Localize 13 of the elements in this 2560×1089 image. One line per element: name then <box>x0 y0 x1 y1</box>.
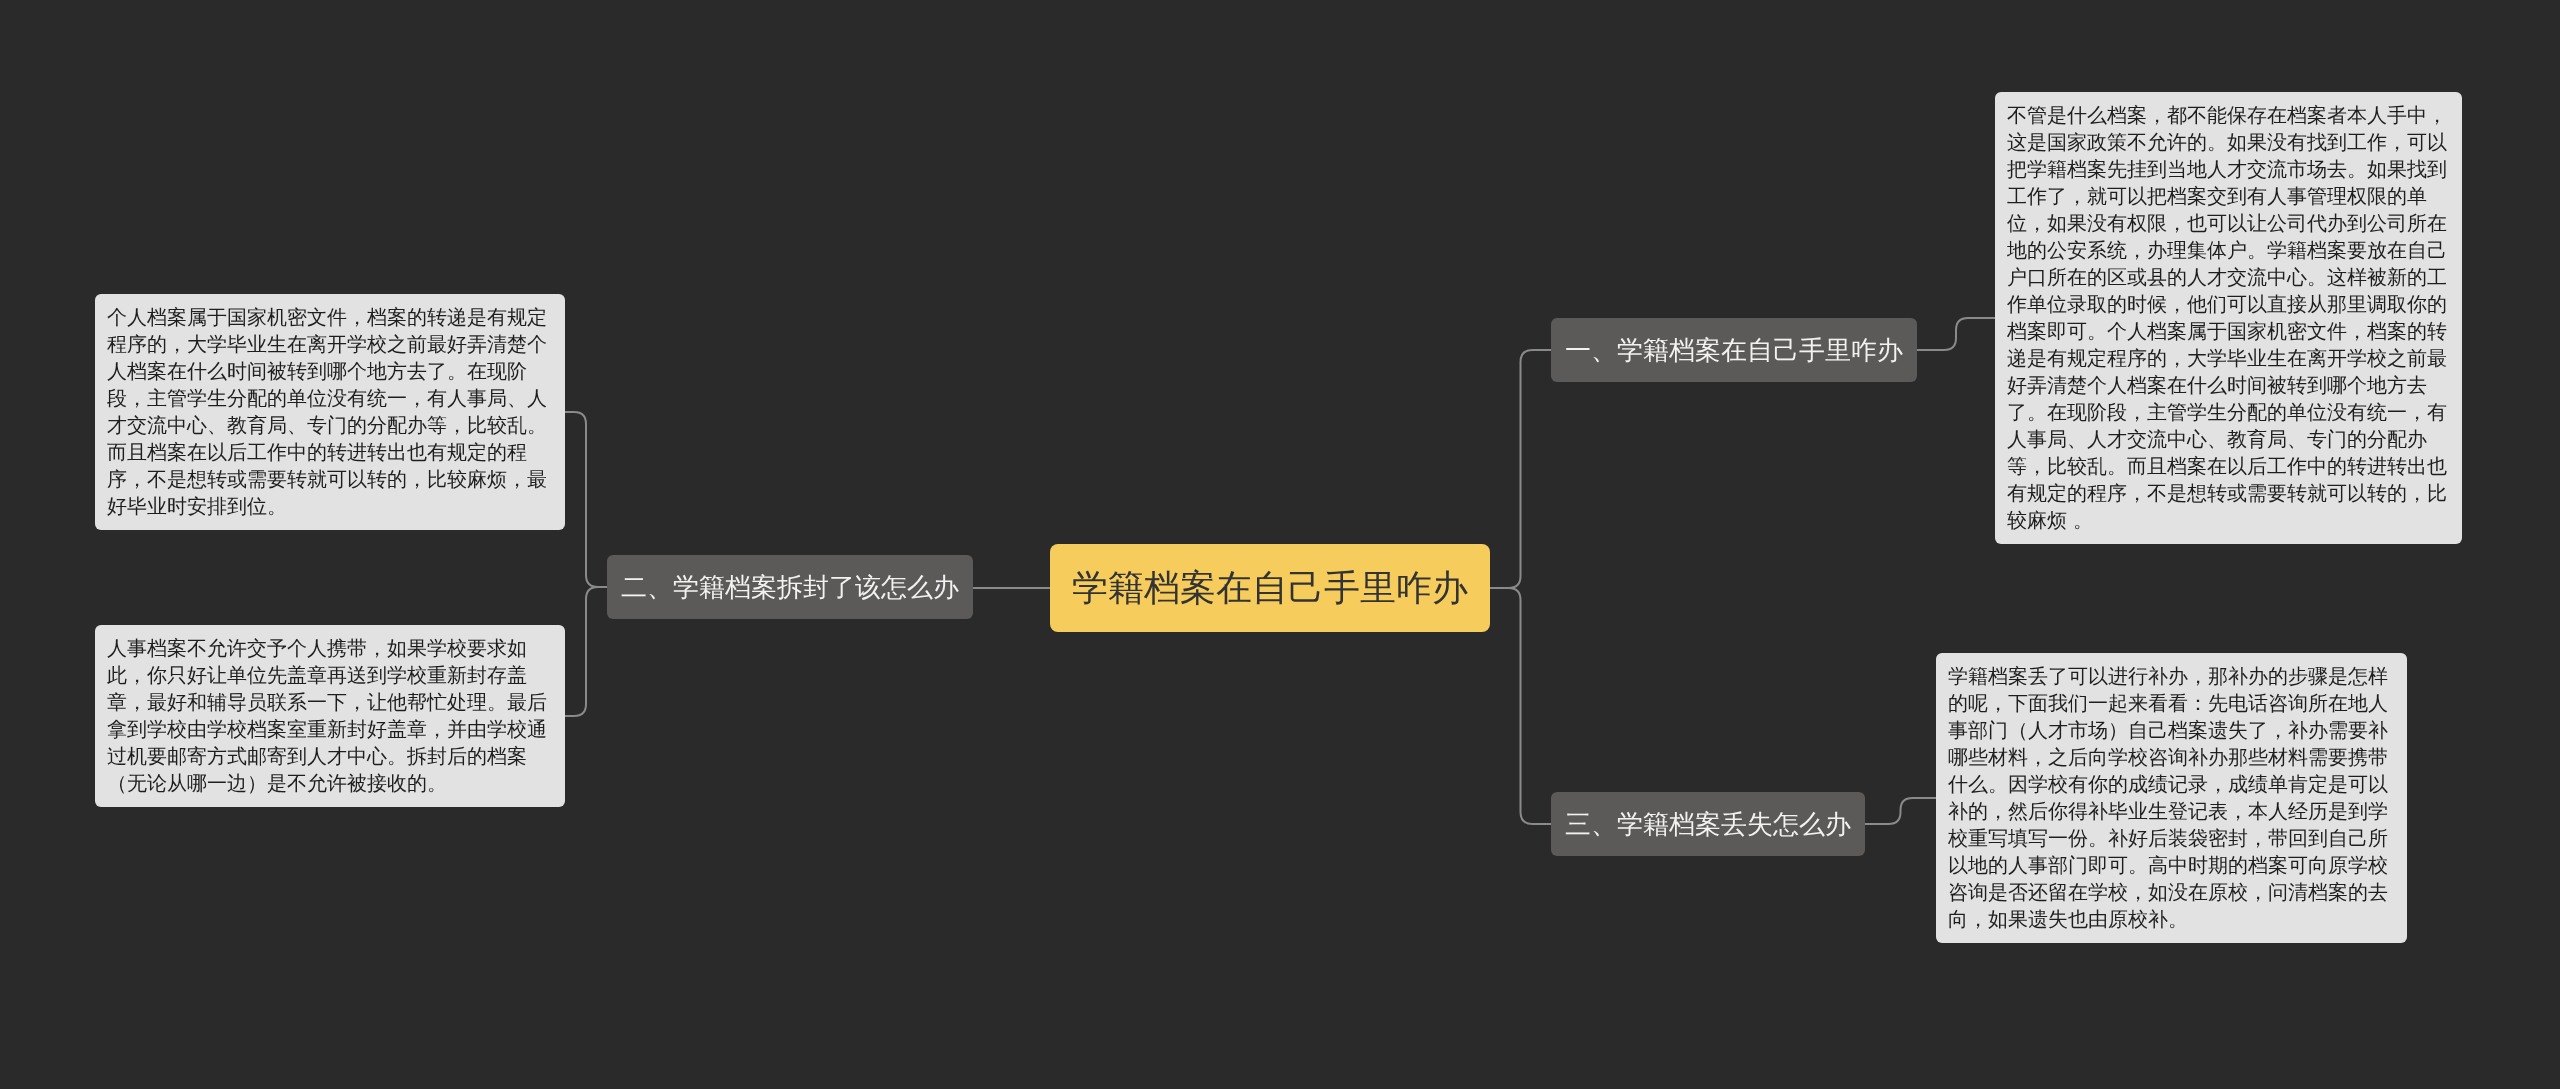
connector-line <box>1916 317 1996 351</box>
branch-topic-box: 一、学籍档案在自己手里咋办 <box>1551 318 1917 382</box>
connector-line <box>972 587 1051 589</box>
branch-topic-box: 三、学籍档案丢失怎么办 <box>1551 792 1865 856</box>
note-card: 不管是什么档案，都不能保存在档案者本人手中，这是国家政策不允许的。如果没有找到工作，可以把学籍档案先挂到当地人才交流市场去。如果找到工作了，就可以把档案交到有人事管理权限的单位，如果没有权限，也可以让公司代办到公司所在地的公安系统，办理集体户。学籍档案要放在自己户口所在的区或县的人才交流中心。这样被新的工作单位录取的时候，他们可以直接从那里调取你的档案即可。个人档案属于国家机密文件，档案的转递是有规定程序的，大学毕业生在离开学校之前最好弄清楚个人档案在什么时间被转到哪个地方去了。在现阶段，主管学生分配的单位没有统一，有人事局、人才交流中心、教育局、专门的分配办等，比较乱。而且档案在以后工作中的转进转出也有规定的程序，不是想转或需要转就可以转的，比较麻烦 。 <box>1995 92 2462 544</box>
connector-line <box>1864 797 1937 825</box>
note-card: 学籍档案丢了可以进行补办，那补办的步骤是怎样的呢，下面我们一起来看看：先电话咨询所在地人事部门（人才市场）自己档案遗失了，补办需要补哪些材料，之后向学校咨询补办那些材料需要携带什么。因学校有你的成绩记录，成绩单肯定是可以补的，然后你得补毕业生登记表，本人经历是到学校重写填写一份。补好后装袋密封，带回到自己所以地的人事部门即可。高中时期的档案可向原学校咨询是否还留在学校，如没在原校，问清档案的去向，如果遗失也由原校补。 <box>1936 653 2407 943</box>
branch-topic-box: 二、学籍档案拆封了该怎么办 <box>607 555 973 619</box>
central-topic-box: 学籍档案在自己手里咋办 <box>1050 544 1490 632</box>
connector-line <box>1489 587 1552 825</box>
note-card: 个人档案属于国家机密文件，档案的转递是有规定程序的，大学毕业生在离开学校之前最好弄清楚个人档案在什么时间被转到哪个地方去了。在现阶段，主管学生分配的单位没有统一，有人事局、人才交流中心、教育局、专门的分配办等，比较乱。而且档案在以后工作中的转进转出也有规定的程序，不是想转或需要转就可以转的，比较麻烦，最好毕业时安排到位。 <box>95 294 565 530</box>
note-card: 人事档案不允许交予个人携带，如果学校要求如此，你只好让单位先盖章再送到学校重新封存盖章，最好和辅导员联系一下，让他帮忙处理。最后拿到学校由学校档案室重新封好盖章，并由学校通过机要邮寄方式邮寄到人才中心。拆封后的档案（无论从哪一边）是不允许被接收的。 <box>95 625 565 807</box>
connector-line <box>564 586 608 717</box>
